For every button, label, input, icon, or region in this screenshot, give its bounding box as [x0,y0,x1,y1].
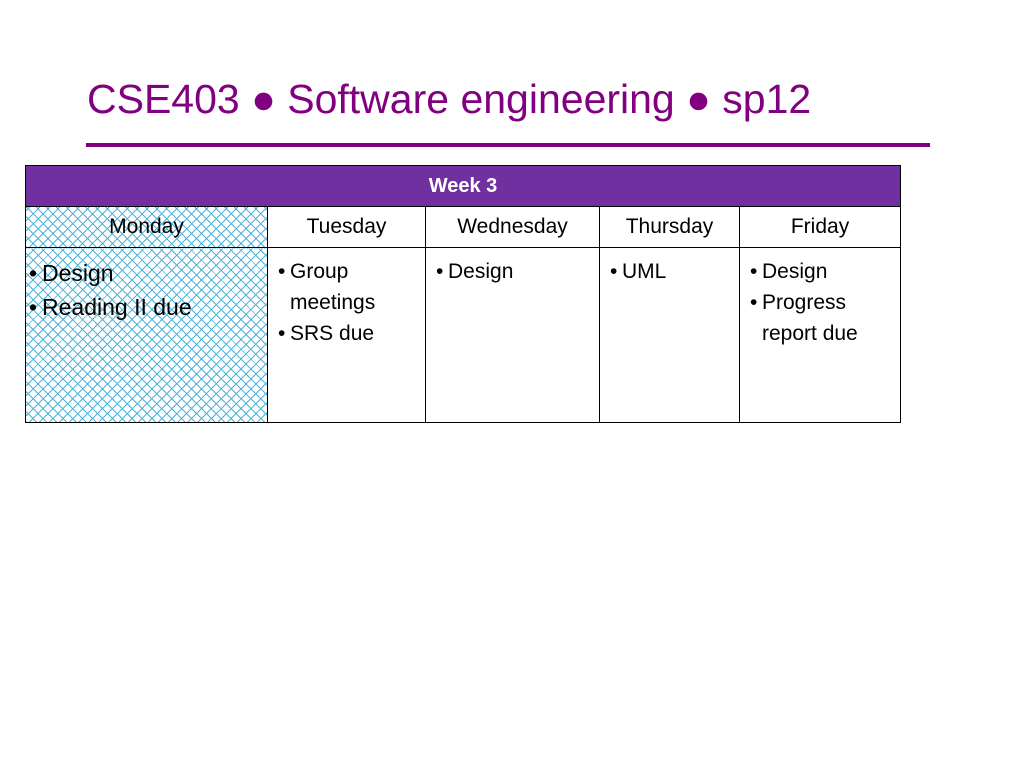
wednesday-item-list: Design [436,256,593,287]
day-header-friday: Friday [738,206,902,248]
list-item: Progress report due [750,287,894,349]
list-item: Design [29,256,261,290]
list-item: SRS due [278,318,419,349]
tuesday-item-list: Group meetings SRS due [278,256,419,349]
title-divider [86,143,930,147]
list-item: Reading II due [29,290,261,324]
day-header-thursday: Thursday [599,206,740,248]
day-header-monday: Monday [25,206,268,248]
day-content-row: Design Reading II due Group meetings SRS… [25,247,902,423]
day-header-wednesday: Wednesday [425,206,600,248]
day-content-thursday: UML [599,247,740,423]
slide-title: CSE403 ● Software engineering ● sp12 [87,76,812,122]
list-item: Design [750,256,894,287]
day-header-tuesday: Tuesday [267,206,426,248]
day-content-wednesday: Design [425,247,600,423]
day-content-friday: Design Progress report due [738,247,902,423]
list-item: Design [436,256,593,287]
day-content-monday: Design Reading II due [25,247,268,423]
thursday-item-list: UML [610,256,733,287]
week-label: Week 3 [24,165,902,207]
week-schedule-table: Week 3 Monday Tuesday Wednesday Thursday… [24,165,902,423]
list-item: UML [610,256,733,287]
day-header-row: Monday Tuesday Wednesday Thursday Friday [25,206,902,248]
friday-item-list: Design Progress report due [750,256,894,349]
week-header-row: Week 3 [24,165,902,207]
list-item: Group meetings [278,256,419,318]
day-content-tuesday: Group meetings SRS due [267,247,426,423]
monday-item-list: Design Reading II due [29,256,261,324]
